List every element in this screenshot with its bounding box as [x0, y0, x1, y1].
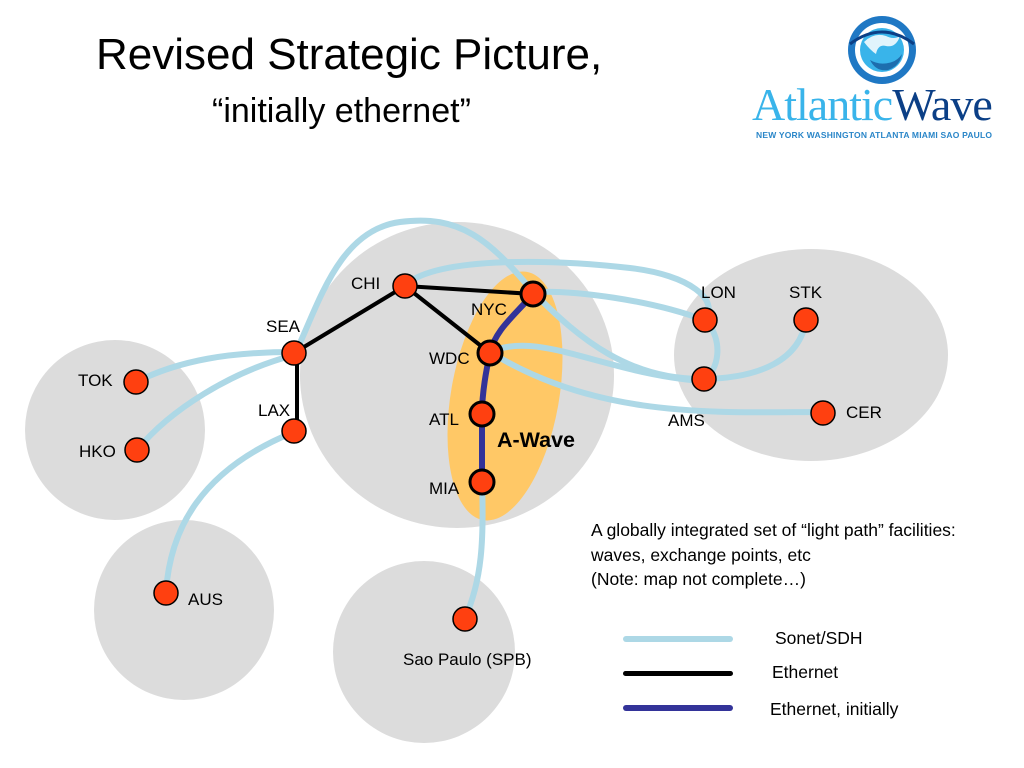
legend-label-ethernet-initially: Ethernet, initially — [770, 699, 899, 719]
region-australia — [94, 520, 274, 700]
link-sea-chi — [292, 284, 407, 355]
node-nyc — [519, 280, 547, 308]
sonet-links — [133, 217, 826, 621]
slide-title: Revised Strategic Picture, — [96, 30, 603, 79]
region-europe — [674, 249, 948, 461]
slide-subtitle: “initially ethernet” — [212, 92, 471, 130]
label-sea: SEA — [266, 317, 301, 336]
node-lon — [692, 307, 718, 333]
link-nyc-ams-upper — [530, 288, 707, 323]
node-wdc — [476, 339, 504, 367]
label-awave: A-Wave — [497, 429, 575, 452]
atlanticwave-logo: AtlanticWave NEW YORK WASHINGTON ATLANTA… — [752, 8, 1016, 144]
note-line-2: waves, exchange points, etc — [591, 544, 811, 565]
region-asia — [25, 340, 205, 520]
nodes — [123, 273, 836, 632]
node-aus — [153, 580, 179, 606]
node-lax — [281, 418, 307, 444]
link-aus-lax — [163, 429, 297, 595]
note-line-3: (Note: map not complete…) — [591, 569, 806, 589]
label-wdc: WDC — [429, 349, 470, 368]
awave-band — [447, 271, 563, 521]
label-lax: LAX — [258, 401, 290, 420]
legend-swatch-ethernet — [623, 671, 733, 676]
label-ams: AMS — [668, 411, 705, 430]
link-chi-nyc — [403, 284, 535, 296]
link-ams-stk — [701, 317, 809, 382]
link-sea-nyc-arc — [293, 217, 536, 355]
legend-label-sonet: Sonet/SDH — [775, 628, 863, 648]
link-tok-sea — [133, 349, 297, 385]
label-nyc: NYC — [471, 300, 507, 319]
node-ams — [691, 366, 717, 392]
label-tok: TOK — [78, 371, 113, 390]
link-hko-sea — [134, 352, 297, 453]
label-aus: AUS — [188, 590, 223, 609]
logo-word-wave: Wave — [892, 79, 993, 130]
node-atl — [468, 400, 496, 428]
node-tok — [123, 369, 149, 395]
node-sea — [281, 340, 307, 366]
label-stk: STK — [789, 283, 823, 302]
label-lon: LON — [701, 283, 736, 302]
ethernet-links — [292, 284, 535, 433]
legend-label-ethernet: Ethernet — [772, 662, 839, 682]
label-hko: HKO — [79, 442, 116, 461]
node-labels: CHI NYC SEA WDC LAX ATL MIA TOK HKO AUS … — [78, 274, 882, 669]
label-spb: Sao Paulo (SPB) — [403, 650, 532, 669]
label-chi: CHI — [351, 274, 380, 293]
logo-cities: NEW YORK WASHINGTON ATLANTA MIAMI SAO PA… — [756, 130, 993, 140]
logo-word-atlantic: Atlantic — [752, 79, 893, 130]
awave-nodes — [468, 280, 547, 496]
label-atl: ATL — [429, 410, 459, 429]
legend-swatch-ethernet-initially — [623, 705, 733, 711]
link-wdc-cer — [487, 349, 826, 416]
note-line-1: A globally integrated set of “light path… — [591, 520, 956, 540]
link-wdc-ams — [487, 342, 703, 384]
label-cer: CER — [846, 403, 882, 422]
node-spb — [452, 606, 478, 632]
description-note: A globally integrated set of “light path… — [591, 518, 956, 592]
node-hko — [124, 437, 150, 463]
node-stk — [793, 307, 819, 333]
node-mia — [468, 468, 496, 496]
node-chi — [392, 273, 418, 299]
link-chi-wdc — [403, 284, 492, 355]
link-mia-spb — [462, 479, 486, 621]
logo-wordmark: AtlanticWave — [752, 82, 1016, 128]
node-cer — [810, 400, 836, 426]
legend-swatch-sonet — [623, 636, 733, 642]
globe-icon — [848, 16, 916, 84]
link-chi-lon — [402, 258, 712, 323]
label-mia: MIA — [429, 479, 460, 498]
